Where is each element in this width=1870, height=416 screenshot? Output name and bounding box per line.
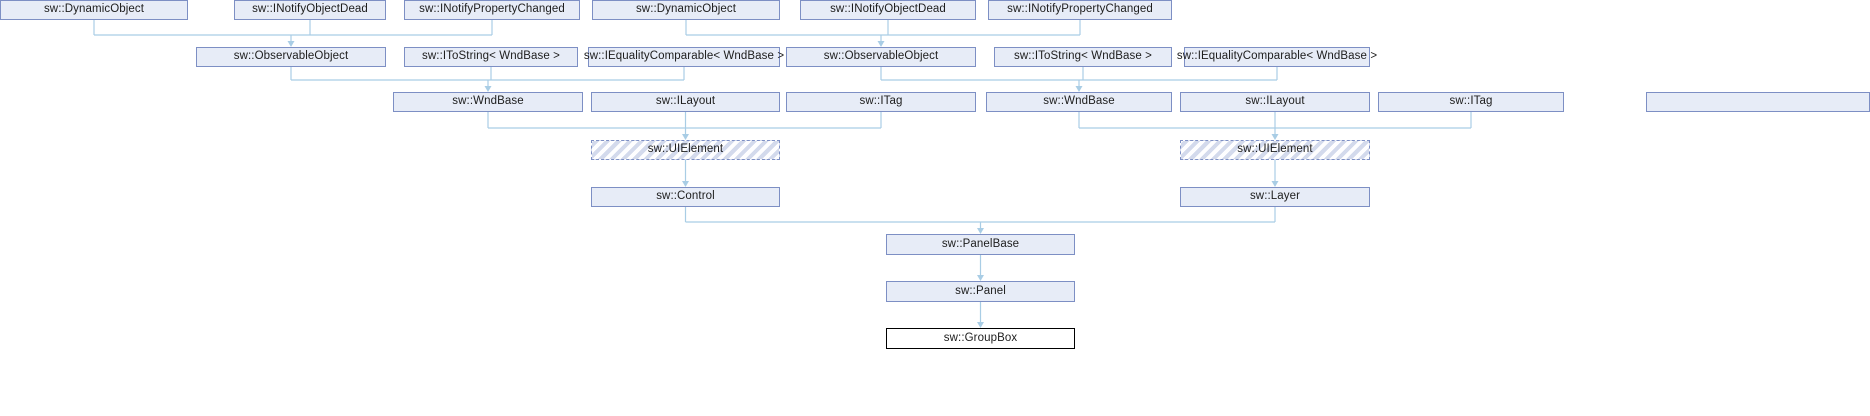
class-node-label: sw::DynamicObject bbox=[43, 3, 145, 16]
class-node-label: sw::IToString< WndBase > bbox=[1014, 50, 1152, 63]
class-node-dynamicobject-1[interactable]: sw::DynamicObject bbox=[0, 0, 188, 20]
class-node-label: sw::ObservableObject bbox=[233, 50, 349, 63]
class-node-inotifypropertychanged-2[interactable]: sw::INotifyPropertyChanged bbox=[988, 0, 1172, 20]
class-node-label: sw::ObservableObject bbox=[823, 50, 939, 63]
class-node-iequalitycomparable-2[interactable]: sw::IEqualityComparable< WndBase > bbox=[1177, 47, 1377, 67]
class-node-uielement-2[interactable]: sw::UIElement bbox=[1180, 140, 1370, 160]
class-node-inotifyobjectdead-1[interactable]: sw::INotifyObjectDead bbox=[234, 0, 386, 20]
class-node-label: sw::IEqualityComparable< WndBase > bbox=[1176, 50, 1378, 63]
class-node-label: sw::Control bbox=[656, 190, 715, 203]
class-node-label: sw::DynamicObject bbox=[635, 3, 737, 16]
class-node-uielement-1[interactable]: sw::UIElement bbox=[591, 140, 780, 160]
class-node-label: sw::ILayout bbox=[1245, 95, 1305, 108]
class-node-wndbase-1[interactable]: sw::WndBase bbox=[393, 92, 583, 112]
class-node-label: sw::ITag bbox=[1449, 95, 1493, 108]
class-node-wndbase-2[interactable]: sw::WndBase bbox=[986, 92, 1172, 112]
class-node-label: sw::WndBase bbox=[452, 95, 524, 108]
class-node-observableobject-2[interactable]: sw::ObservableObject bbox=[786, 47, 976, 67]
class-node-label: sw::INotifyPropertyChanged bbox=[419, 3, 565, 16]
class-node-ilayout-1[interactable]: sw::ILayout bbox=[591, 92, 780, 112]
class-node-observableobject-1[interactable]: sw::ObservableObject bbox=[196, 47, 386, 67]
class-node-label: sw::ITag bbox=[859, 95, 903, 108]
class-node-inotifypropertychanged-1[interactable]: sw::INotifyPropertyChanged bbox=[404, 0, 580, 20]
class-node-clipped-right[interactable] bbox=[1646, 92, 1870, 112]
class-node-label: sw::INotifyObjectDead bbox=[830, 3, 946, 16]
class-node-label: sw::UIElement bbox=[647, 143, 724, 156]
class-node-layer[interactable]: sw::Layer bbox=[1180, 187, 1370, 207]
class-node-itag-1[interactable]: sw::ITag bbox=[786, 92, 976, 112]
class-node-label: sw::GroupBox bbox=[943, 331, 1018, 344]
class-node-label: sw::WndBase bbox=[1043, 95, 1115, 108]
class-node-panelbase[interactable]: sw::PanelBase bbox=[886, 234, 1075, 255]
class-node-label: sw::INotifyPropertyChanged bbox=[1007, 3, 1153, 16]
class-node-label: sw::ILayout bbox=[655, 95, 716, 108]
class-node-control[interactable]: sw::Control bbox=[591, 187, 780, 207]
class-node-iequalitycomparable-1[interactable]: sw::IEqualityComparable< WndBase > bbox=[584, 47, 784, 67]
class-node-itostring-2[interactable]: sw::IToString< WndBase > bbox=[994, 47, 1172, 67]
class-node-panel[interactable]: sw::Panel bbox=[886, 281, 1075, 302]
class-node-label: sw::Panel bbox=[955, 284, 1006, 297]
class-node-dynamicobject-2[interactable]: sw::DynamicObject bbox=[592, 0, 780, 20]
class-node-inotifyobjectdead-2[interactable]: sw::INotifyObjectDead bbox=[800, 0, 976, 20]
class-node-itag-2[interactable]: sw::ITag bbox=[1378, 92, 1564, 112]
class-node-label: sw::PanelBase bbox=[941, 237, 1020, 250]
class-node-label: sw::INotifyObjectDead bbox=[252, 3, 368, 16]
class-node-groupbox[interactable]: sw::GroupBox bbox=[886, 328, 1075, 349]
class-node-ilayout-2[interactable]: sw::ILayout bbox=[1180, 92, 1370, 112]
class-node-itostring-1[interactable]: sw::IToString< WndBase > bbox=[404, 47, 578, 67]
class-node-label: sw::IToString< WndBase > bbox=[422, 50, 560, 63]
class-node-label: sw::Layer bbox=[1249, 190, 1301, 203]
class-node-label: sw::IEqualityComparable< WndBase > bbox=[583, 50, 785, 63]
class-node-label: sw::UIElement bbox=[1237, 143, 1313, 156]
